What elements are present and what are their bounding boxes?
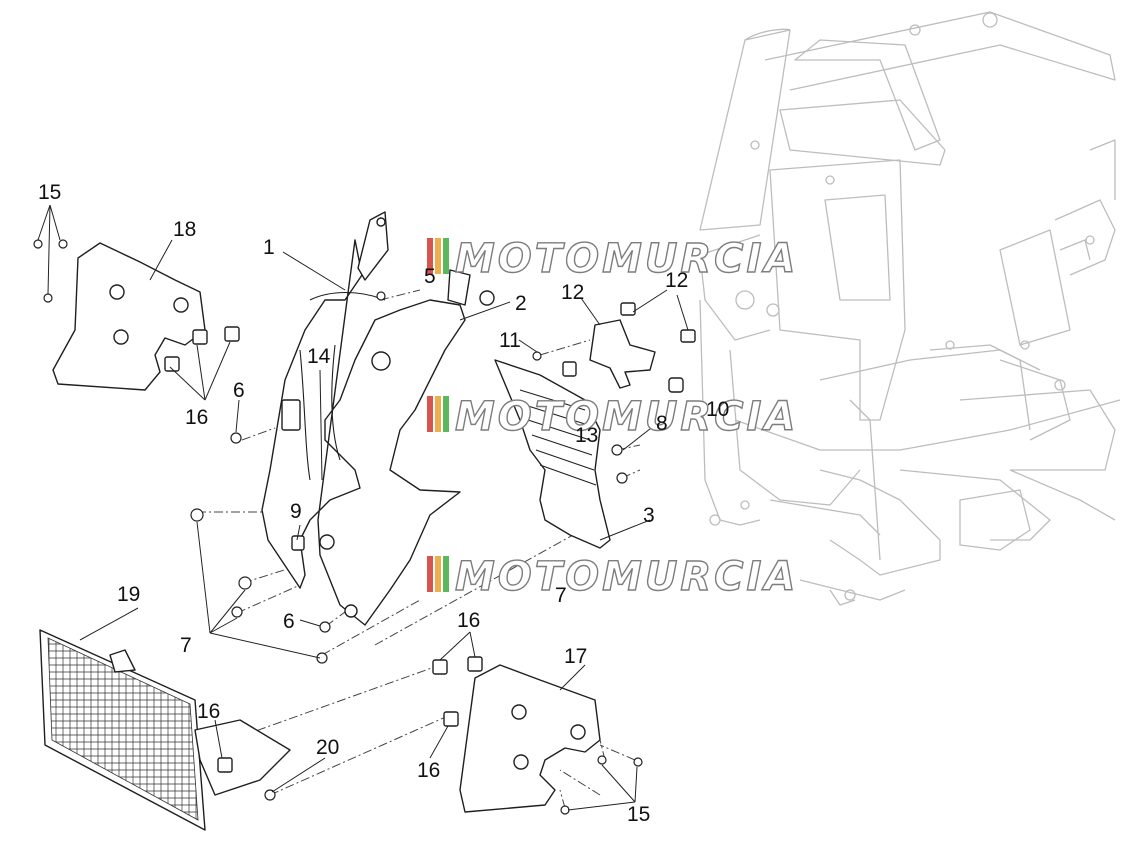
callout-16-left: 16 bbox=[197, 700, 220, 723]
callout-16-bottom: 16 bbox=[417, 759, 440, 782]
callout-13: 12 bbox=[561, 281, 584, 304]
part-1-main-fairing bbox=[261, 211, 466, 626]
watermark-top: MOTOMURCIA bbox=[427, 235, 798, 283]
callout-11: 11 bbox=[499, 329, 521, 352]
watermark-text-bottom: MOTOMURCIA bbox=[455, 554, 798, 600]
leader-lines bbox=[37, 204, 689, 811]
watermark-text-middle: MOTOMURCIA bbox=[455, 394, 798, 440]
callout-9: 9 bbox=[290, 500, 302, 523]
callout-19: 19 bbox=[117, 583, 140, 606]
part-17-right-side-cover bbox=[432, 656, 643, 815]
callout-14: 14 bbox=[307, 345, 331, 368]
callout-labels: 15 18 16 6 1 14 5 2 12 12 11 13 10 8 3 9… bbox=[38, 181, 729, 826]
callout-12-lower: 13 bbox=[575, 424, 598, 447]
callout-17: 17 bbox=[564, 645, 587, 668]
callout-7-right: 7 bbox=[555, 584, 567, 607]
watermark-middle: MOTOMURCIA bbox=[427, 393, 798, 441]
callout-3: 3 bbox=[643, 504, 655, 527]
callout-6: 6 bbox=[233, 379, 245, 402]
callout-12: 12 bbox=[665, 269, 688, 292]
callout-15: 15 bbox=[38, 181, 61, 204]
callout-2: 2 bbox=[515, 292, 527, 315]
callout-18: 18 bbox=[173, 218, 196, 241]
callout-10: 10 bbox=[706, 398, 729, 421]
callout-15-lower: 15 bbox=[627, 803, 650, 826]
part-18-left-side-cover bbox=[33, 239, 206, 391]
watermark-bottom: MOTOMURCIA bbox=[427, 553, 798, 601]
part-2-upper-section bbox=[376, 269, 495, 306]
fasteners-left bbox=[190, 432, 331, 664]
part-3-side-grille bbox=[494, 359, 611, 549]
callout-6-lower: 6 bbox=[283, 610, 295, 633]
callout-7: 7 bbox=[180, 634, 192, 657]
callout-16: 16 bbox=[185, 406, 208, 429]
part-16-clips-upper bbox=[164, 326, 240, 372]
part-13-bracket bbox=[532, 302, 696, 484]
callout-20: 20 bbox=[316, 736, 339, 759]
callout-16-top: 16 bbox=[457, 609, 480, 632]
watermark-text-top: MOTOMURCIA bbox=[455, 236, 798, 282]
motorcycle-frame bbox=[699, 11, 1121, 606]
callout-1: 1 bbox=[263, 236, 275, 259]
callout-5: 5 bbox=[424, 265, 436, 288]
part-19-radiator-grille bbox=[39, 629, 291, 831]
callout-8: 8 bbox=[656, 412, 668, 435]
